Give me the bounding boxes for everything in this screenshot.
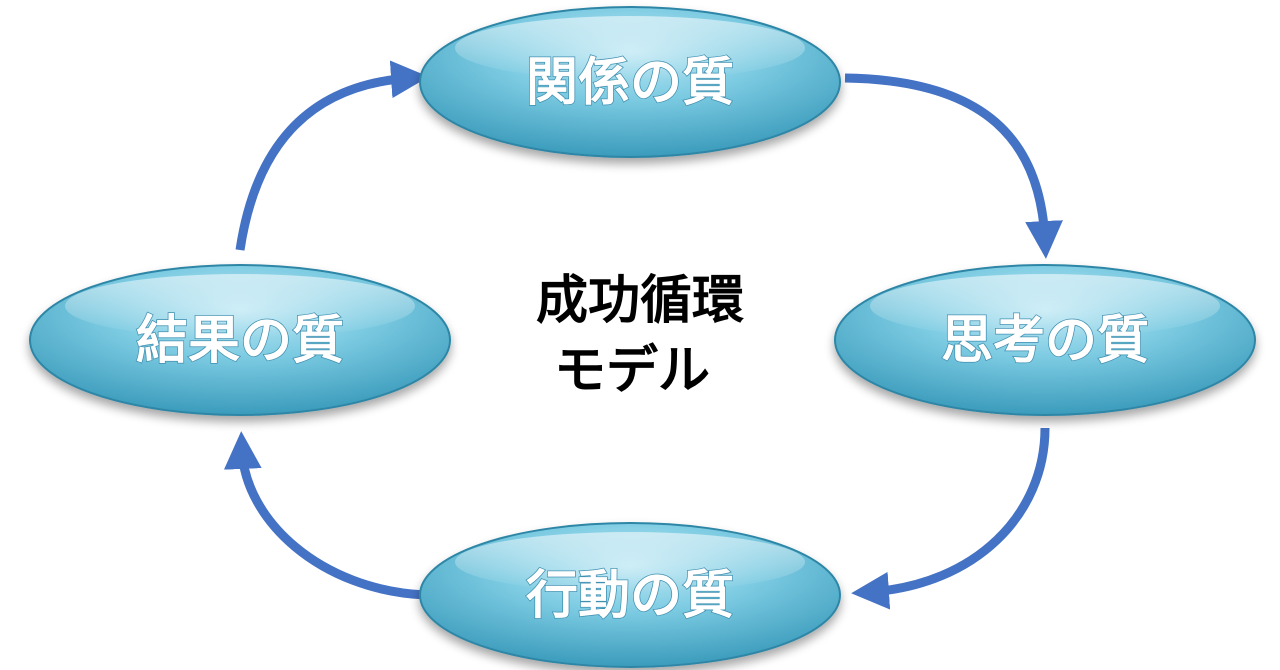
node-result-label: 結果の質 bbox=[136, 311, 344, 371]
arrow-action-to-result bbox=[223, 431, 426, 600]
arrow-result-to-relationship bbox=[235, 60, 429, 251]
node-relationship-label: 関係の質 bbox=[526, 53, 734, 113]
arrow-thinking-to-action bbox=[851, 427, 1050, 610]
node-action-label: 行動の質 bbox=[526, 566, 734, 626]
node-thinking-quality bbox=[834, 264, 1256, 416]
node-relationship-quality bbox=[419, 6, 841, 158]
node-thinking-label: 思考の質 bbox=[941, 311, 1149, 371]
center-title-line2: モデル bbox=[554, 341, 710, 401]
center-title-line1: 成功循環 bbox=[536, 271, 744, 331]
node-action-quality bbox=[419, 522, 841, 668]
node-result-quality bbox=[29, 264, 451, 416]
arrow-relationship-to-thinking bbox=[844, 73, 1063, 259]
